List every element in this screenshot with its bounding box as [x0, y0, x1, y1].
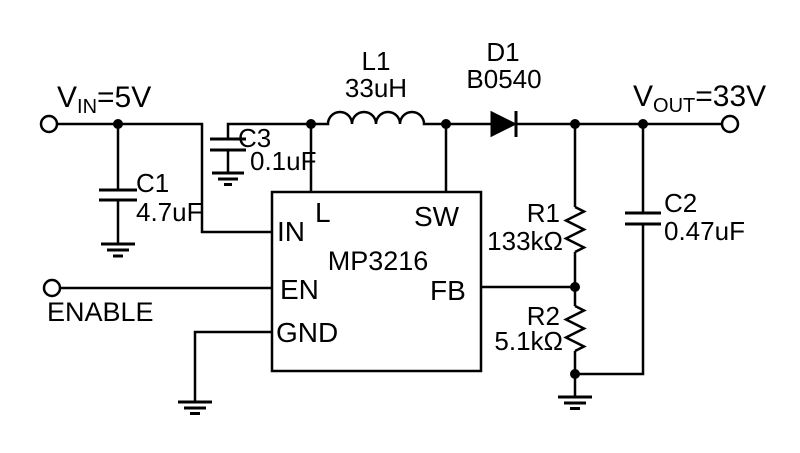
junction-dot-r2-bottom [570, 369, 580, 379]
pin-label-sw: SW [414, 201, 460, 232]
capacitor-c3-symbol [210, 137, 246, 152]
wire-c2-branch [575, 124, 645, 376]
c2-ref-label: C2 [664, 188, 697, 218]
ic-body [270, 190, 483, 373]
junction-dot-l-right [441, 119, 451, 129]
pin-label-l: L [315, 197, 331, 228]
c3-value-label: 0.1uF [250, 146, 317, 176]
wire-gnd-pin [193, 330, 272, 401]
ground-symbol-c1 [101, 242, 135, 258]
enable-label: ENABLE [47, 297, 154, 327]
capacitor-c1-symbol [99, 188, 137, 202]
ground-symbol-gnd-pin [178, 400, 212, 415]
d1-value-label: B0540 [466, 64, 541, 94]
diode-d1-symbol [490, 110, 518, 138]
vout-label: VOUT=33V [633, 80, 766, 117]
r1-value-label: 133kΩ [487, 226, 563, 256]
l1-ref-label: L1 [362, 46, 391, 76]
r2-value-label: 5.1kΩ [494, 326, 563, 356]
pin-label-fb: FB [430, 275, 466, 306]
junction-dot-l-left [306, 119, 316, 129]
c2-value-label: 0.47uF [664, 216, 745, 246]
ic-name-label: MP3216 [328, 246, 429, 276]
r1-ref-label: R1 [527, 198, 560, 228]
l1-value-label: 33uH [345, 73, 407, 103]
pin-label-in: IN [277, 216, 305, 247]
junction-dot-r1-top [570, 119, 580, 129]
c1-value-label: 4.7uF [136, 197, 203, 227]
junction-dot-fb [570, 282, 580, 292]
d1-ref-label: D1 [486, 37, 519, 67]
c1-ref-label: C1 [136, 168, 169, 198]
enable-terminal [42, 278, 62, 298]
vout-terminal [720, 114, 740, 134]
ground-symbol-r2 [558, 395, 592, 410]
junction-dot-vin-c1 [113, 119, 123, 129]
resistor-r2-symbol [563, 304, 587, 353]
ground-symbol-c3 [212, 171, 244, 186]
vin-label: VIN=5V [57, 81, 151, 118]
pin-label-gnd: GND [276, 317, 338, 348]
capacitor-c2-symbol [625, 211, 661, 226]
wire-vin-to-in-pin [57, 122, 272, 234]
r2-ref-label: R2 [527, 301, 560, 331]
c3-ref-label: C3 [238, 123, 271, 153]
resistor-r1-symbol [563, 205, 587, 254]
pin-label-en: EN [280, 274, 319, 305]
wire-c3-branch [226, 122, 311, 172]
inductor-l1-symbol [311, 110, 446, 126]
junction-dot-c2-top [638, 119, 648, 129]
vin-terminal [39, 114, 59, 134]
